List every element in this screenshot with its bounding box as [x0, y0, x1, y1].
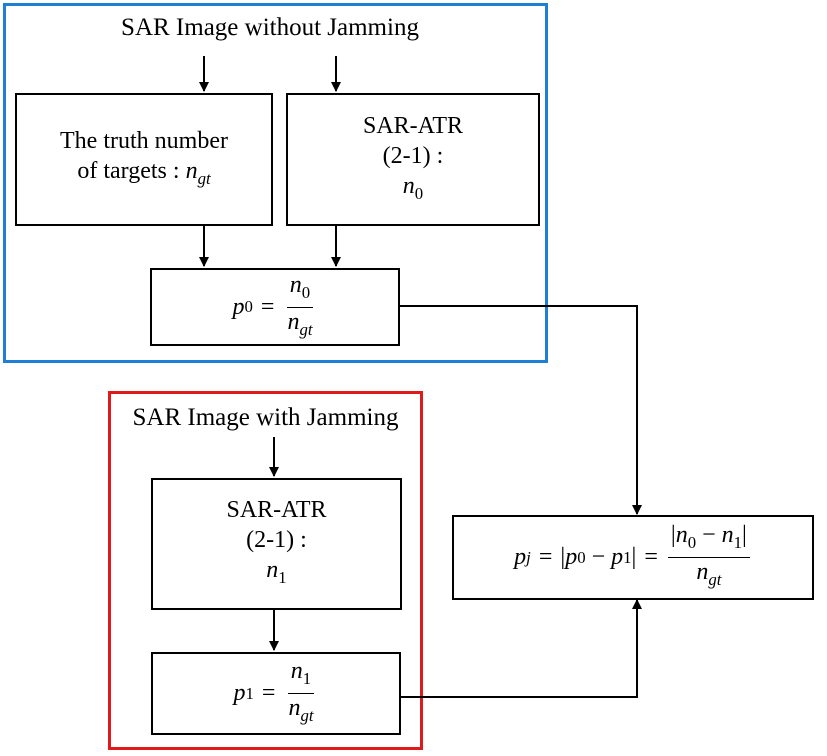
- atr1-line-2: (2-1) :: [246, 527, 307, 554]
- clean-image-group: [3, 3, 548, 363]
- arrow-p1-to-pj: [400, 599, 642, 698]
- jam-group-title: SAR Image with Jamming: [132, 404, 399, 431]
- jammed-image-group: [108, 391, 423, 750]
- clean-group-title: SAR Image without Jamming: [121, 14, 419, 41]
- sar-atr-jam-box: SAR-ATR (2-1) : n1: [151, 478, 402, 610]
- atr1-var: n1: [266, 557, 287, 587]
- atr0-line-2: (2-1) :: [382, 142, 444, 169]
- truth-line-2: of targets : ngt: [77, 157, 211, 188]
- atr0-var: n0: [402, 172, 424, 203]
- sar-atr-clean-box: SAR-ATR (2-1) : n0: [286, 93, 540, 226]
- truth-line-1: The truth number: [60, 127, 228, 154]
- atr1-line-1: SAR-ATR: [226, 497, 327, 524]
- pj-fraction: |n0−n1| ngt: [667, 521, 750, 594]
- truth-number-box: The truth number of targets : ngt: [15, 93, 273, 226]
- p0-fraction: n0 ngt: [286, 271, 314, 339]
- atr0-line-1: SAR-ATR: [362, 112, 464, 139]
- p1-fraction: n1 ngt: [287, 658, 315, 725]
